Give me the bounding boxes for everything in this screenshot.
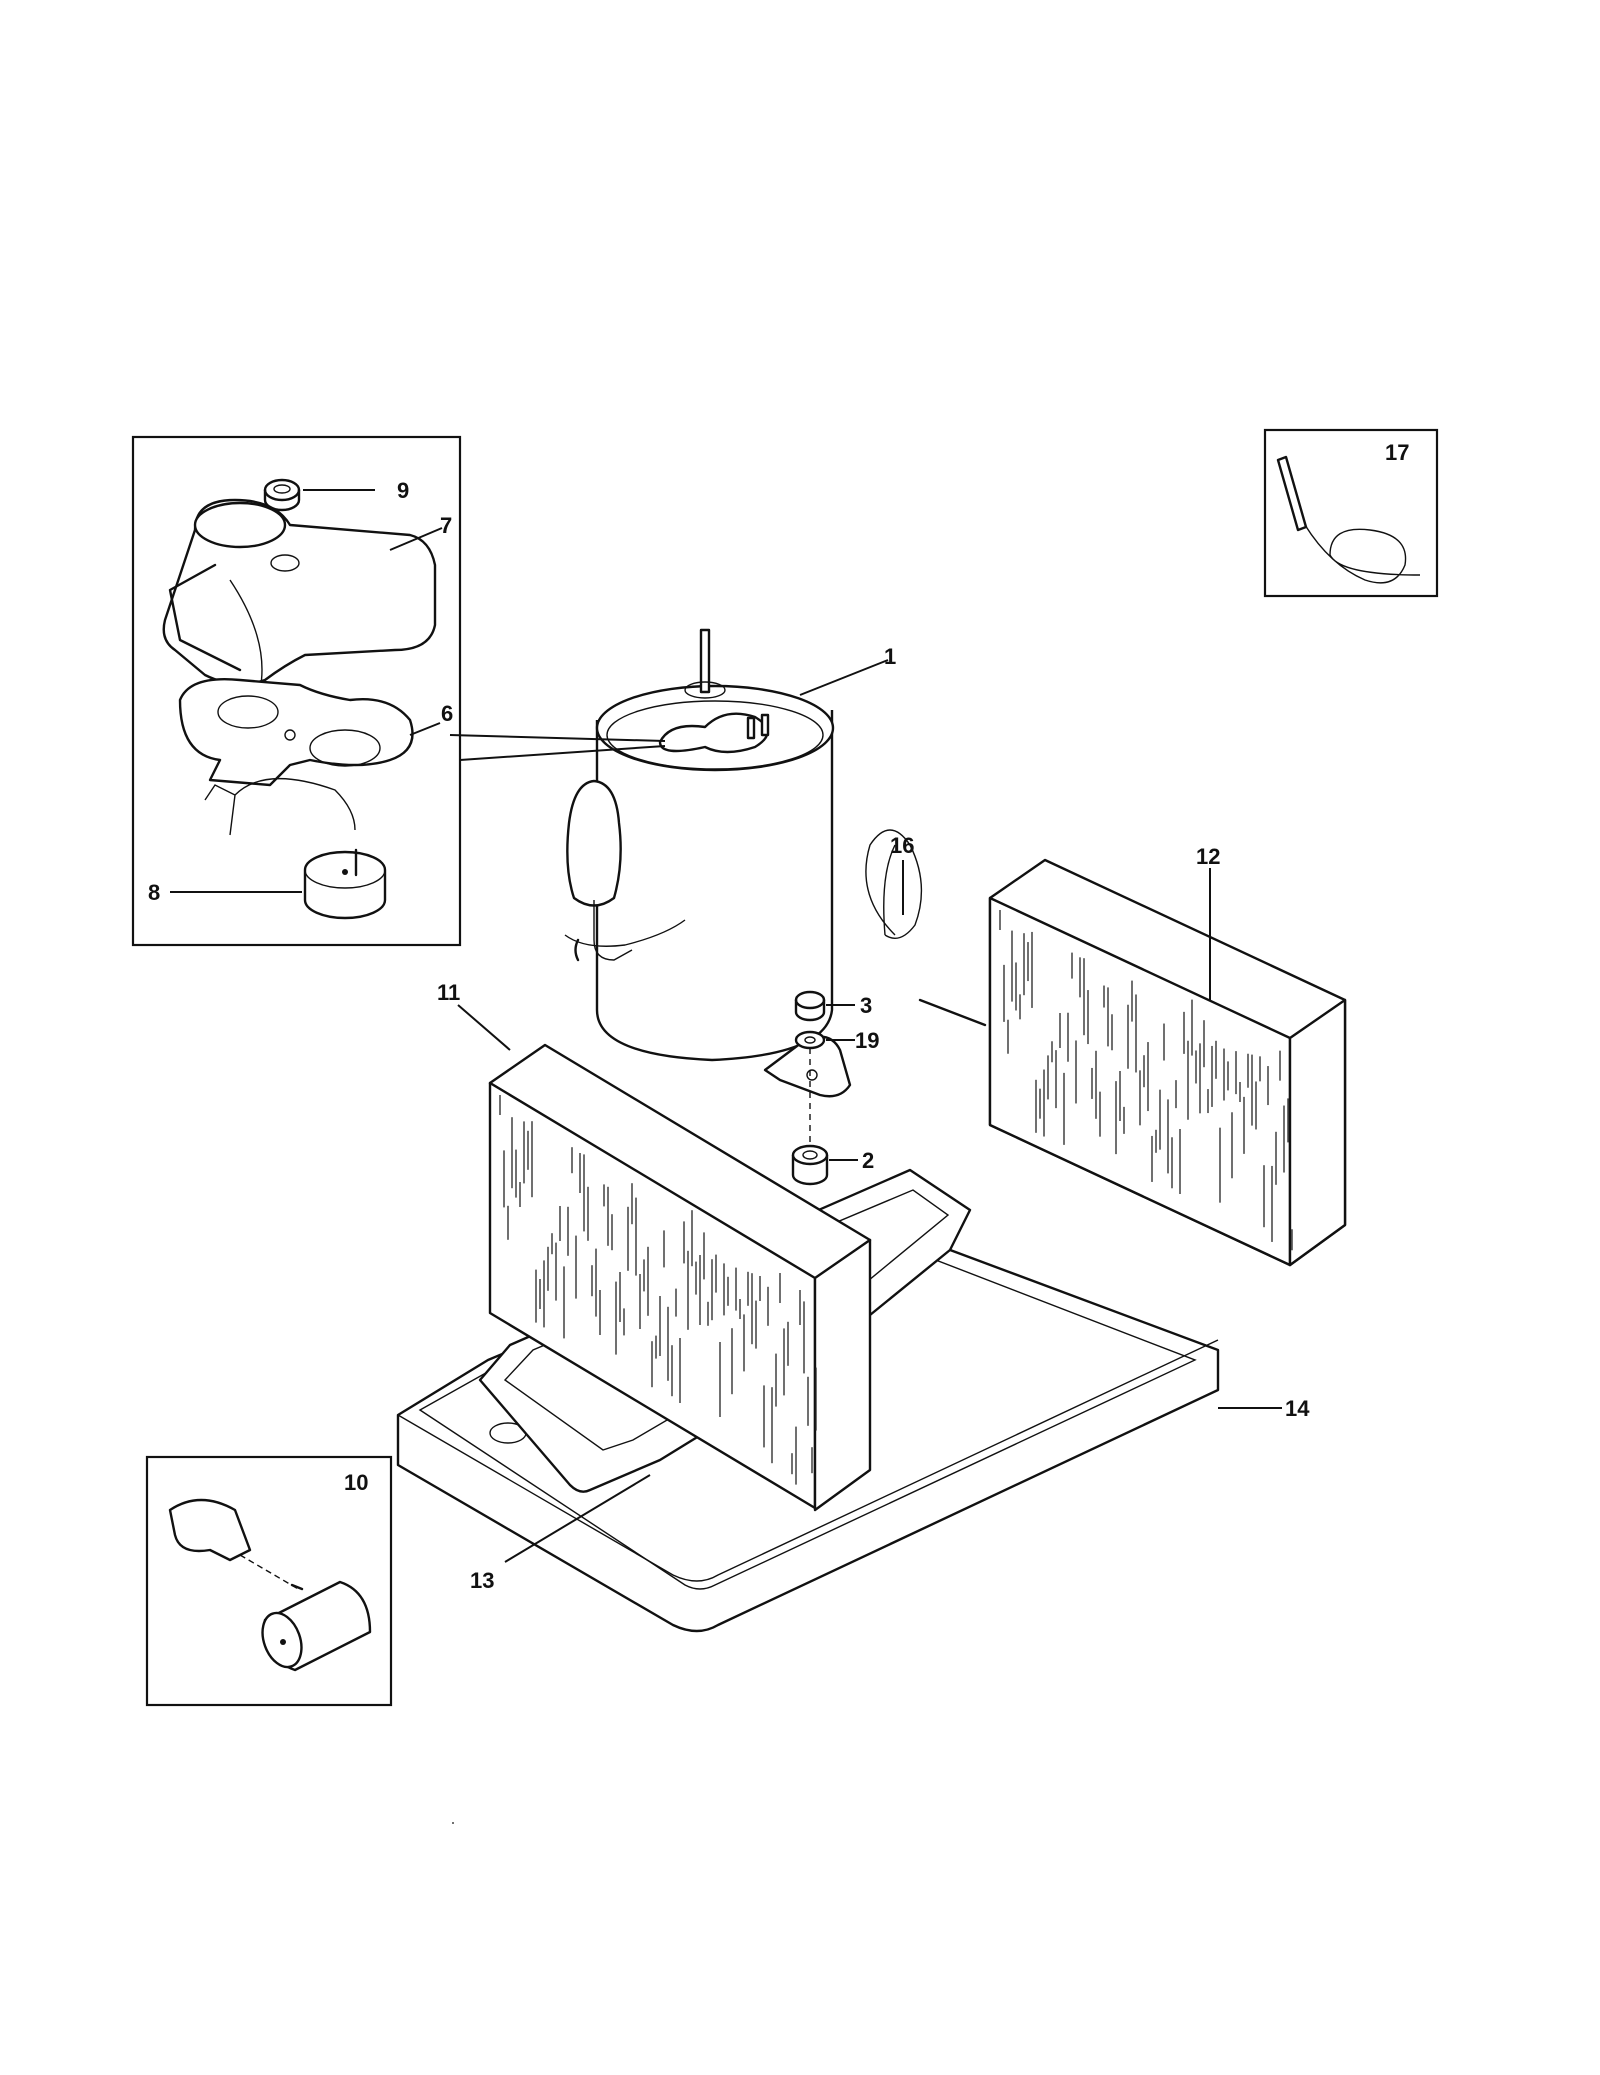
- callout-8: 8: [148, 880, 160, 905]
- callout-19: 19: [855, 1028, 879, 1053]
- part-12-evaporator-coil: 12: [988, 844, 1347, 1267]
- part-3-nut: [794, 990, 826, 1022]
- callout-16: 16: [890, 833, 914, 858]
- part-2-grommet: [791, 1144, 829, 1186]
- callout-13: 13: [470, 1568, 494, 1593]
- callout-2: 2: [862, 1148, 874, 1173]
- part-8-overload: [204, 777, 387, 920]
- callout-12: 12: [1196, 844, 1220, 869]
- callout-14: 14: [1285, 1396, 1310, 1421]
- part-11-condenser-coil: 11: [437, 980, 872, 1512]
- callout-1: 1: [884, 644, 896, 669]
- part-10-capacitor: [168, 1498, 372, 1672]
- part-16-capillary-tube: 16: [865, 829, 987, 1027]
- callout-3: 3: [860, 993, 872, 1018]
- callout-9: 9: [397, 478, 409, 503]
- callout-17: 17: [1385, 440, 1409, 465]
- callout-10: 10: [344, 1470, 368, 1495]
- capacitor-inset: 10: [145, 1455, 393, 1707]
- terminal-cover-inset: 9 7 8: [131, 435, 462, 947]
- part-1-compressor: [564, 628, 852, 1098]
- part-19-washer: [794, 1030, 826, 1050]
- part-7-terminal-cover: [162, 498, 437, 691]
- callout-6: 6: [441, 701, 453, 726]
- part-6-gasket: [178, 678, 414, 787]
- callout-11: 11: [437, 980, 460, 1005]
- part-9-nut: [263, 478, 301, 512]
- callout-7: 7: [440, 513, 452, 538]
- capillary-inset: 17: [1263, 428, 1439, 598]
